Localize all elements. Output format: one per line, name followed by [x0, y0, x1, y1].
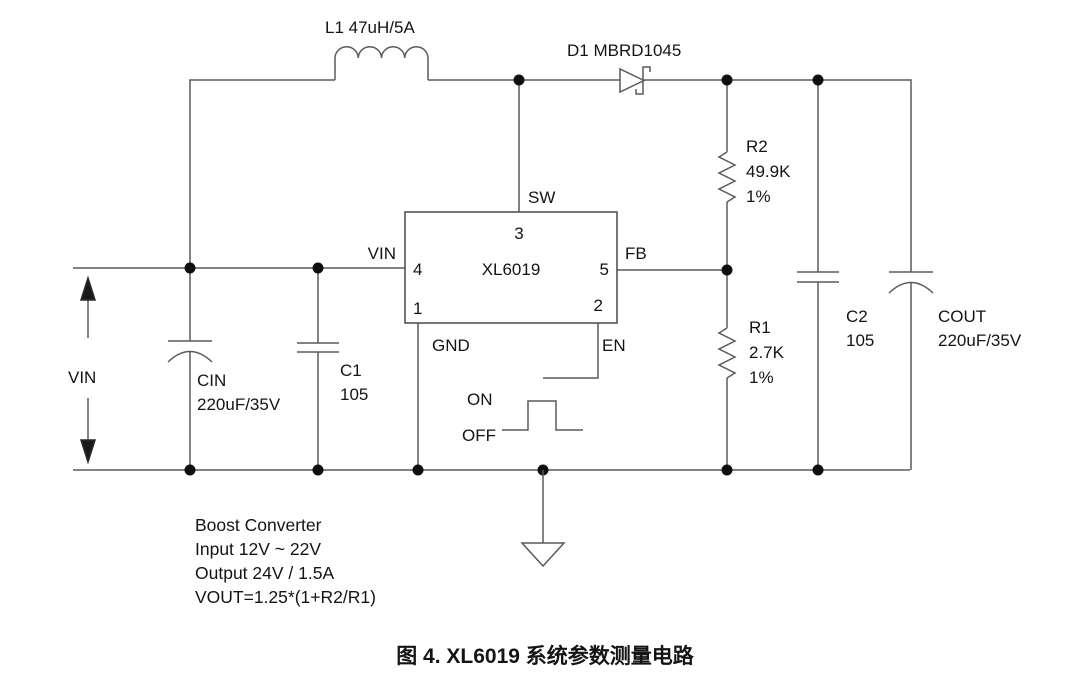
ic-pin1-number: 1 — [413, 299, 422, 318]
vin-arrow-down-head — [79, 439, 97, 465]
ic-pin-sw-label: SW — [528, 188, 555, 207]
wire-top-right — [644, 79, 912, 272]
ground-triangle — [520, 542, 566, 568]
capacitor-cin-name: CIN — [197, 371, 226, 390]
figure-caption: 图 4. XL6019 系统参数测量电路 — [396, 644, 695, 668]
diode-d1: D1 MBRD1045 — [567, 41, 681, 95]
ic-pin4-number: 4 — [413, 260, 422, 279]
capacitor-c1: C1 105 — [297, 342, 368, 404]
capacitor-c1-value: 105 — [340, 385, 368, 404]
junction-dot — [184, 262, 196, 274]
junction-dot — [812, 74, 824, 86]
resistor-r2-name: R2 — [746, 137, 768, 156]
capacitor-plate-curved — [888, 281, 934, 294]
ic-pin-vin-label: VIN — [368, 244, 396, 263]
ic-pin3-number: 3 — [514, 224, 523, 243]
enable-pulse-waveform — [502, 400, 583, 431]
resistor-r2-tolerance: 1% — [746, 187, 771, 206]
enable-waveform: ON OFF — [462, 390, 583, 445]
capacitor-plate-curved — [167, 350, 213, 363]
resistor-r2-value: 49.9K — [746, 162, 791, 181]
ic-name: XL6019 — [482, 260, 541, 279]
junction-dot — [184, 464, 196, 476]
ic-xl6019: XL6019 3 4 5 1 2 SW VIN FB GND EN — [368, 188, 647, 355]
junction-dot — [412, 464, 424, 476]
ic-body — [404, 211, 618, 324]
capacitor-c2-value: 105 — [846, 331, 874, 350]
ground-symbol — [520, 470, 566, 568]
resistor-r1-tolerance: 1% — [749, 368, 774, 387]
inductor-coil-symbol — [334, 46, 429, 80]
capacitor-c1-name: C1 — [340, 361, 362, 380]
junction-dot — [513, 74, 525, 86]
wires — [73, 79, 912, 471]
note-line-1: Boost Converter — [195, 515, 322, 535]
capacitor-cin: CIN 220uF/35V — [167, 340, 281, 414]
ic-pin5-number: 5 — [600, 260, 609, 279]
ic-pin-gnd-label: GND — [432, 336, 470, 355]
enable-off-label: OFF — [462, 426, 496, 445]
capacitor-cout-name: COUT — [938, 307, 986, 326]
resistor-r1: R1 2.7K 1% — [717, 318, 785, 387]
ic-pin-en-label: EN — [602, 336, 626, 355]
wire-top-left — [189, 79, 335, 268]
resistor-r2: R2 49.9K 1% — [717, 137, 791, 206]
wire-en-pin — [543, 323, 599, 379]
inductor-l1: L1 47uH/5A — [325, 18, 429, 80]
notes-block: Boost Converter Input 12V ~ 22V Output 2… — [195, 515, 376, 607]
note-line-4: VOUT=1.25*(1+R2/R1) — [195, 587, 376, 607]
note-line-2: Input 12V ~ 22V — [195, 539, 321, 559]
vin-arrow-up-head — [79, 275, 97, 301]
vin-source-indicator: VIN — [68, 275, 97, 465]
resistor-zigzag-symbol — [717, 327, 737, 379]
capacitor-cout: COUT 220uF/35V — [888, 271, 1022, 350]
resistor-r1-value: 2.7K — [749, 343, 785, 362]
junction-dot — [721, 464, 733, 476]
capacitor-c2: C2 105 — [797, 271, 874, 350]
junction-dot — [312, 464, 324, 476]
enable-on-label: ON — [467, 390, 493, 409]
resistor-zigzag-symbol — [717, 151, 737, 203]
vin-source-label: VIN — [68, 368, 96, 387]
resistor-r1-name: R1 — [749, 318, 771, 337]
capacitor-cout-value: 220uF/35V — [938, 331, 1022, 350]
junction-dot — [312, 262, 324, 274]
junction-dot — [812, 464, 824, 476]
note-line-3: Output 24V / 1.5A — [195, 563, 334, 583]
diode-d1-label: D1 MBRD1045 — [567, 41, 681, 60]
capacitor-c2-name: C2 — [846, 307, 868, 326]
ic-pin2-number: 2 — [594, 296, 603, 315]
ic-pin-fb-label: FB — [625, 244, 647, 263]
junction-dot — [721, 74, 733, 86]
inductor-l1-label: L1 47uH/5A — [325, 18, 415, 37]
diode-schottky-cathode-bar — [635, 66, 651, 95]
junction-dot — [721, 264, 733, 276]
capacitor-cin-value: 220uF/35V — [197, 395, 281, 414]
diode-anode-triangle — [619, 67, 646, 94]
junction-dots — [184, 74, 824, 476]
